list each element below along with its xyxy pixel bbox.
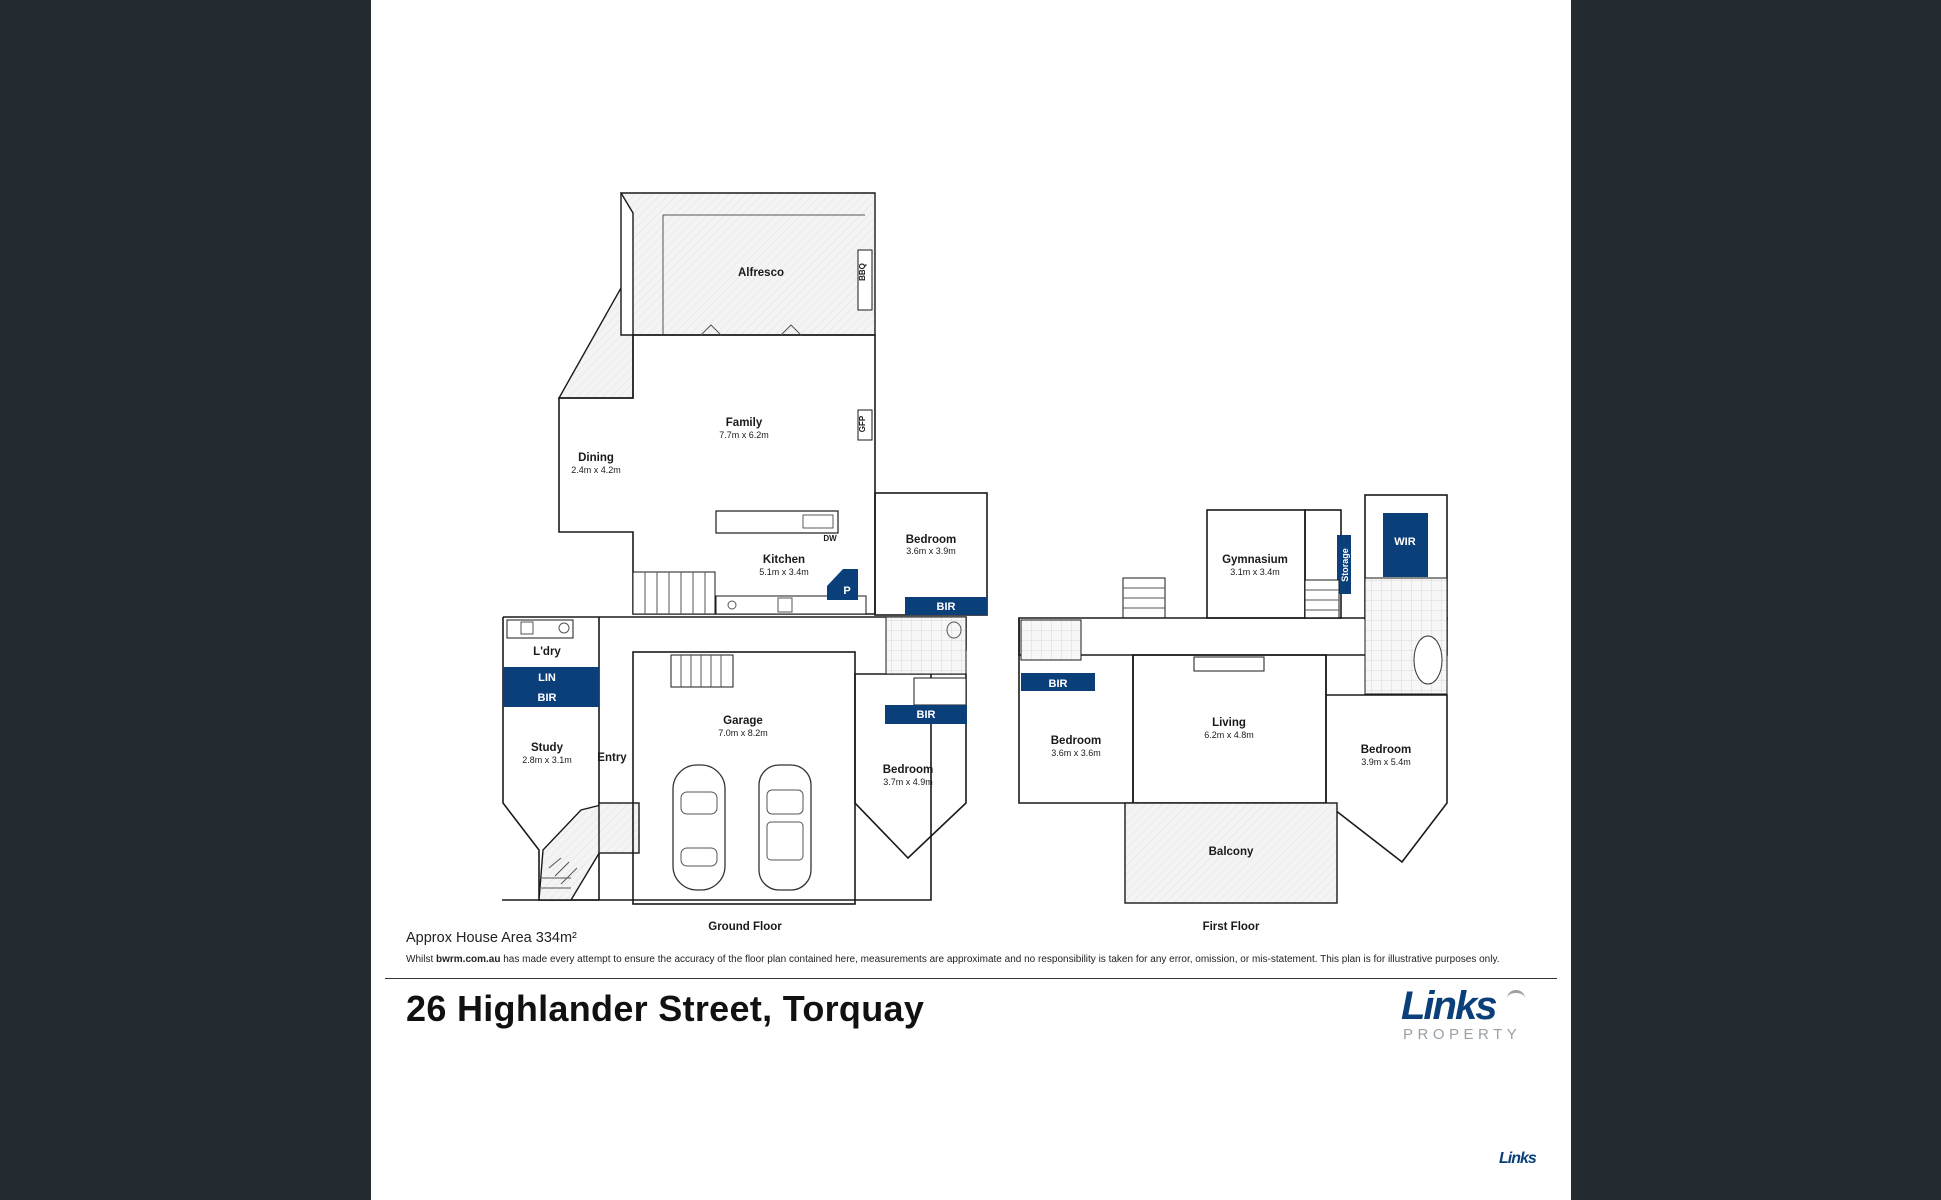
alfresco-area	[619, 192, 876, 336]
bir-label-ff1: BIR	[1049, 678, 1068, 690]
garage-walls	[632, 651, 856, 905]
disclaimer-end: has made every attempt to ensure the acc…	[500, 954, 1500, 965]
ground-floor-stairs-1	[632, 571, 716, 615]
room-dim-living: 6.2m x 4.8m	[1204, 730, 1254, 740]
room-label-dining: Dining	[578, 452, 614, 464]
room-label-balcony: Balcony	[1209, 846, 1254, 858]
gfp-label: GFP	[858, 415, 867, 432]
kitchen-cooktop-icon	[727, 600, 737, 610]
room-label-kitchen: Kitchen	[763, 554, 805, 566]
bir-label-gf2: BIR	[917, 709, 936, 721]
room-label-family: Family	[726, 417, 763, 429]
balcony-area	[1124, 802, 1338, 904]
room-label-bedroom-ff1: Bedroom	[1051, 735, 1101, 747]
washing-machine	[558, 622, 570, 634]
room-dim-bedroom-gf2: 3.7m x 4.9m	[883, 777, 933, 787]
lin-label: LIN	[538, 672, 556, 684]
logo-wordmark: Links	[1401, 984, 1497, 1028]
kitchen-sink	[802, 514, 834, 529]
laundry-tub	[520, 621, 534, 635]
watermark-logo: Links	[1499, 1150, 1537, 1167]
bbq-bench	[857, 249, 873, 311]
room-dim-bedroom-gf1: 3.6m x 3.9m	[906, 546, 956, 556]
room-dim-garage: 7.0m x 8.2m	[718, 728, 768, 738]
logo-arc-icon	[1507, 990, 1525, 1007]
first-floor-stairs	[1122, 577, 1340, 619]
storage-cupboard	[1337, 535, 1351, 594]
dishwasher-label: DW	[823, 534, 837, 543]
living-walls	[1132, 654, 1327, 804]
room-dim-study: 2.8m x 3.1m	[522, 755, 572, 765]
room-dim-gymnasium: 3.1m x 3.4m	[1230, 567, 1280, 577]
room-label-bedroom-ff2: Bedroom	[1361, 744, 1411, 756]
entry-stairs	[538, 804, 602, 901]
disclaimer-site: bwrm.com.au	[436, 954, 501, 965]
bir-gf1	[905, 597, 987, 615]
room-label-alfresco: Alfresco	[738, 267, 784, 279]
room-label-laundry: L'dry	[533, 646, 561, 658]
room-label-living: Living	[1212, 717, 1246, 729]
room-label-garage: Garage	[723, 715, 763, 727]
car-icon-left	[672, 764, 726, 891]
bir-ff1	[1021, 673, 1095, 691]
floor-plan-drawing: Alfresco BBQ Family 7.7m x 6.2m GFP Dini…	[502, 192, 1448, 933]
first-floor-plan	[1018, 494, 1448, 904]
living-fireplace	[1193, 656, 1265, 672]
room-dim-dining: 2.4m x 4.2m	[571, 465, 621, 475]
bir-label-gf1: BIR	[937, 601, 956, 613]
kitchen-back-bench	[715, 595, 867, 615]
property-address: 26 Highlander Street, Torquay	[406, 988, 925, 1029]
room-label-study: Study	[531, 742, 564, 754]
room-label-gymnasium: Gymnasium	[1222, 554, 1288, 566]
disclaimer-start: Whilst	[406, 954, 436, 965]
room-dim-bedroom-ff1: 3.6m x 3.6m	[1051, 748, 1101, 758]
room-label-bedroom-gf1: Bedroom	[906, 534, 956, 546]
room-label-entry: Entry	[597, 752, 627, 764]
first-floor-label: First Floor	[1203, 921, 1260, 933]
ff-bathtub	[1413, 635, 1443, 685]
car-icon-right	[758, 764, 812, 891]
gas-fireplace	[857, 409, 873, 441]
bbq-label: BBQ	[858, 263, 867, 281]
gf-bathroom-tiles	[885, 616, 967, 675]
wir-label: WIR	[1394, 536, 1415, 548]
gf-toilet	[946, 621, 962, 639]
bir-label-study: BIR	[538, 692, 557, 704]
floor-plan-sheet: Alfresco BBQ Family 7.7m x 6.2m GFP Dini…	[371, 0, 1571, 1200]
bedroom-ff2-walls	[1325, 655, 1448, 864]
pantry-cupboard	[827, 569, 858, 600]
kitchen-oven	[777, 597, 793, 613]
storage-label: Storage	[1340, 548, 1350, 582]
disclaimer: Whilst bwrm.com.au has made every attemp…	[406, 954, 1499, 965]
logo-subtitle: PROPERTY	[1403, 1026, 1522, 1043]
garage-stairs	[670, 654, 734, 688]
room-label-bedroom-gf2: Bedroom	[883, 764, 933, 776]
footer-divider	[385, 978, 1557, 979]
pantry-label: P	[843, 585, 850, 597]
linen-cupboard	[503, 667, 599, 687]
room-dim-family: 7.7m x 6.2m	[719, 430, 769, 440]
bir-study	[503, 687, 599, 707]
ground-floor-plan	[502, 192, 988, 905]
ground-floor-label: Ground Floor	[708, 921, 782, 933]
brand-logo: Links PROPERTY	[1401, 984, 1541, 1044]
alfresco-doors	[700, 324, 802, 336]
house-area: Approx House Area 334m²	[406, 930, 577, 946]
gf-bath	[913, 677, 967, 706]
walk-in-robe	[1383, 513, 1428, 577]
room-dim-bedroom-ff2: 3.9m x 5.4m	[1361, 757, 1411, 767]
bir-gf2	[885, 705, 967, 724]
alfresco-side-deck	[557, 193, 634, 399]
room-dim-kitchen: 5.1m x 3.4m	[759, 567, 809, 577]
ff-ensuite-tiles	[1020, 619, 1082, 661]
